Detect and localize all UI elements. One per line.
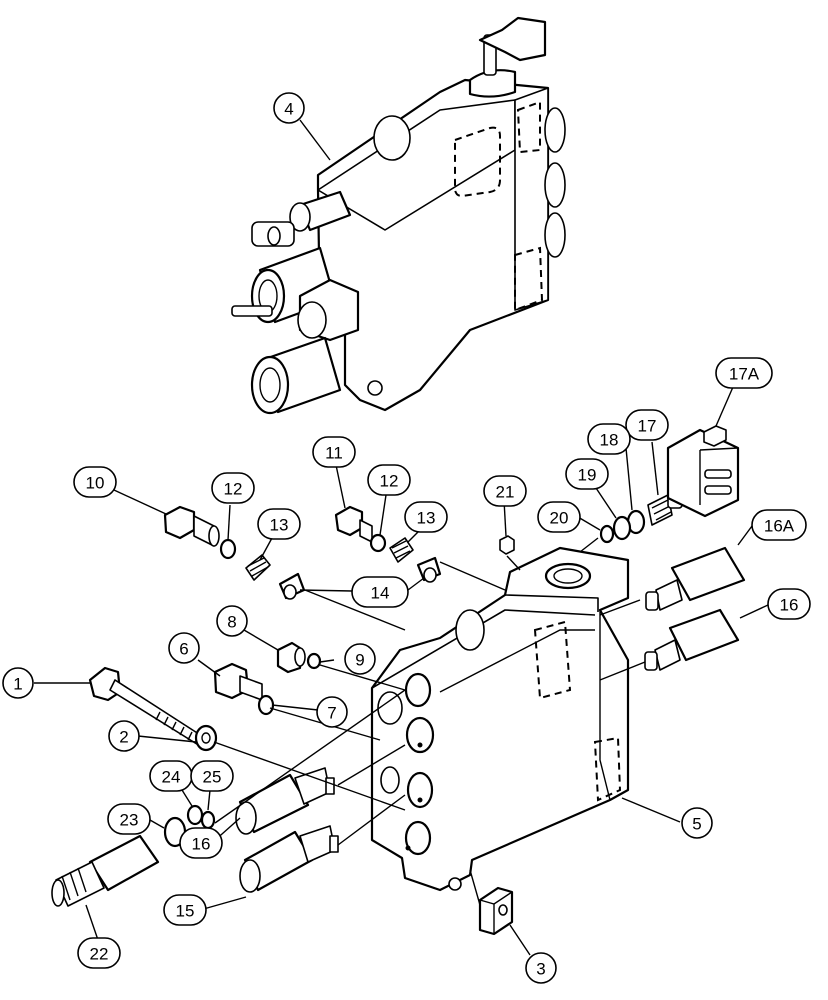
callout-14-label: 14 <box>371 584 390 603</box>
callout-1: 1 <box>2 667 34 699</box>
callout-16-left: 16 <box>179 827 223 859</box>
callout-8: 8 <box>216 605 248 637</box>
callout-7: 7 <box>316 696 348 728</box>
callout-leaders <box>34 119 769 956</box>
callout-20-label: 20 <box>550 509 569 528</box>
callout-23: 23 <box>107 803 151 835</box>
callout-16A-label: 16A <box>764 517 795 536</box>
callout-12-left: 12 <box>211 472 255 504</box>
callout-9-label: 9 <box>355 651 364 670</box>
callout-11-label: 11 <box>325 444 343 463</box>
callout-17A: 17A <box>715 357 773 389</box>
part-8-plug <box>276 641 306 674</box>
callout-15: 15 <box>163 894 207 926</box>
callout-12-right: 12 <box>367 464 411 496</box>
part-24-o-ring <box>186 804 204 826</box>
part-10-fitting <box>163 505 220 547</box>
part-2-washer <box>194 724 218 752</box>
callout-19: 19 <box>565 458 609 490</box>
callout-17A-label: 17A <box>729 365 760 384</box>
callout-18-label: 18 <box>600 431 619 450</box>
callout-13-left: 13 <box>257 508 301 540</box>
callout-15-label: 15 <box>176 902 195 921</box>
callout-2: 2 <box>108 720 140 752</box>
part-13-spring-left <box>245 554 271 581</box>
callout-16-right-label: 16 <box>780 596 799 615</box>
callout-13-right: 13 <box>404 501 448 533</box>
callout-13-left-label: 13 <box>270 516 289 535</box>
callout-21: 21 <box>483 475 527 507</box>
part-9-o-ring <box>306 652 322 670</box>
callout-24: 24 <box>149 760 193 792</box>
callout-17-label: 17 <box>638 417 657 436</box>
callout-10: 10 <box>73 466 117 498</box>
callout-5-label: 5 <box>692 815 701 834</box>
callout-11: 11 <box>312 436 356 468</box>
callout-22-label: 22 <box>90 945 109 964</box>
callout-3: 3 <box>525 952 557 984</box>
callout-2-label: 2 <box>119 728 128 747</box>
callout-20: 20 <box>537 501 581 533</box>
part-22-fitting <box>51 834 160 907</box>
callout-22: 22 <box>77 937 121 969</box>
callout-18: 18 <box>587 423 631 455</box>
callout-16-right: 16 <box>767 588 811 620</box>
part-17A-solenoid-coil <box>666 425 740 518</box>
part-20-o-ring <box>599 524 615 544</box>
part-25-o-ring <box>200 810 216 830</box>
valve-assembly-top <box>231 16 566 415</box>
callout-12-right-label: 12 <box>380 472 399 491</box>
callout-17: 17 <box>625 409 669 441</box>
callout-10-label: 10 <box>86 474 105 493</box>
callout-25: 25 <box>190 760 234 792</box>
callout-12-left-label: 12 <box>224 480 243 499</box>
callout-6: 6 <box>168 632 200 664</box>
part-16-cartridge-right <box>644 608 740 671</box>
callout-16A: 16A <box>751 509 807 541</box>
callout-7-label: 7 <box>327 704 336 723</box>
part-12-o-ring-right <box>369 533 387 553</box>
callout-1-label: 1 <box>13 675 22 694</box>
part-7-o-ring <box>257 694 275 716</box>
callout-4-label: 4 <box>284 100 293 119</box>
callout-5: 5 <box>681 807 713 839</box>
callout-23-label: 23 <box>120 811 139 830</box>
callout-4: 4 <box>273 92 305 124</box>
part-16A-cartridge <box>645 546 746 611</box>
part-12-o-ring-left <box>219 538 237 560</box>
callout-3-label: 3 <box>536 960 545 979</box>
part-19-ring <box>612 515 632 541</box>
valve-body-main <box>370 546 630 892</box>
part-3-block <box>478 886 514 936</box>
part-13-spring-right <box>389 537 414 563</box>
part-21-plug <box>499 535 515 555</box>
part-1-bolt <box>88 666 206 747</box>
part-15-cartridge <box>239 825 339 893</box>
part-14-poppet-right <box>416 556 442 583</box>
callout-8-label: 8 <box>227 613 236 632</box>
callout-9: 9 <box>344 643 376 675</box>
callout-24-label: 24 <box>162 768 181 787</box>
part-14-poppet-left <box>278 572 306 600</box>
part-6-plug <box>213 662 263 701</box>
callout-25-label: 25 <box>203 768 222 787</box>
part-11-fitting <box>334 505 373 543</box>
callout-6-label: 6 <box>179 640 188 659</box>
callout-16-left-label: 16 <box>192 835 211 854</box>
callout-19-label: 19 <box>578 466 597 485</box>
callout-21-label: 21 <box>496 483 515 502</box>
callout-13-right-label: 13 <box>417 509 436 528</box>
part-16-cartridge-left <box>235 767 335 835</box>
callout-14: 14 <box>351 576 409 608</box>
